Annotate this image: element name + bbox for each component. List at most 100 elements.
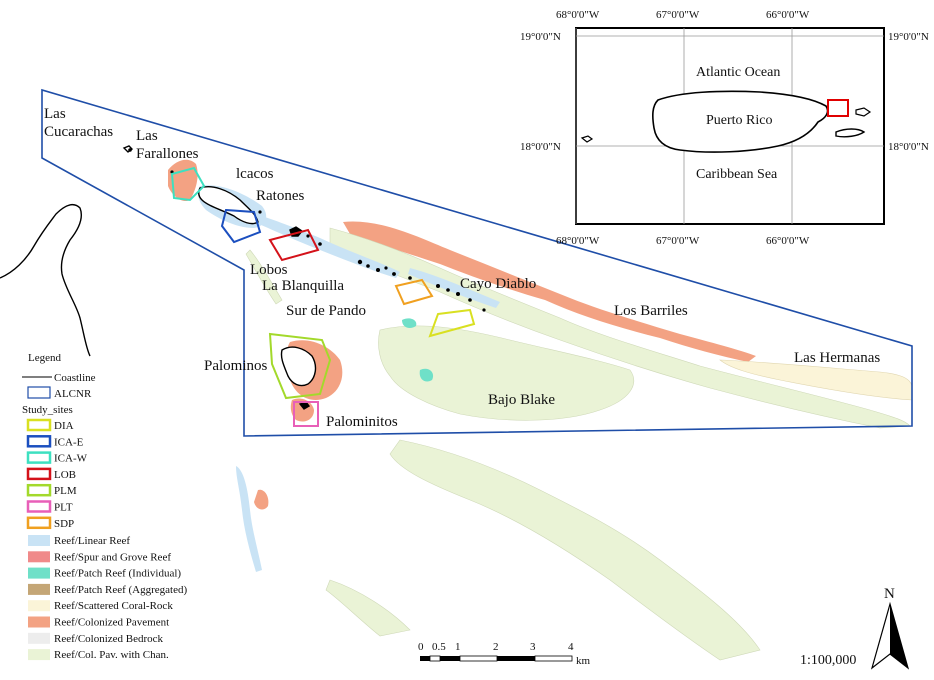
shelf-lower-2: [325, 579, 411, 637]
site-lob: [268, 228, 320, 262]
legend-site-label: ICA-W: [54, 453, 88, 465]
study-area-highlight: [827, 99, 849, 117]
legend-site-label: DIA: [54, 420, 74, 432]
mainland-coast: [0, 203, 91, 357]
habitat-swatch: [28, 649, 50, 661]
mona: [580, 135, 594, 143]
alcnr-boundary: [41, 88, 913, 437]
label-palominitos: Palominitos: [326, 414, 398, 430]
label-sur-de-pando: Sur de Pando: [286, 303, 366, 319]
legend-habitat-label: Reef/Spur and Grove Reef: [54, 551, 171, 563]
site-swatch-lob: [26, 467, 52, 481]
label-las-farallones-2: Farallones: [136, 146, 199, 162]
inset-puerto-rico: Puerto Rico: [706, 113, 773, 128]
legend-habitat-label: Reef/Colonized Pavement: [54, 617, 169, 629]
reef-dot: [128, 148, 132, 152]
site-dia: [428, 308, 476, 338]
inset-caribbean: Caribbean Sea: [696, 167, 778, 182]
inset-map: 68°0'0"W 67°0'0"W 66°0'0"W 68°0'0"W 67°0…: [520, 9, 929, 247]
reef-dot: [357, 259, 363, 265]
reef-dot: [306, 234, 310, 238]
study-sites: [170, 166, 476, 427]
site-swatch-ica-w: [26, 451, 52, 464]
scale-seg: [429, 655, 441, 662]
inset-right-lat-2: 18°0'0"N: [888, 141, 929, 153]
reef-dot: [456, 292, 460, 296]
reef-dot: [482, 308, 486, 312]
farallones-pavement: [168, 159, 198, 202]
legend-habitat-label: Reef/Colonized Bedrock: [54, 633, 164, 645]
alcnr-swatch: [27, 386, 51, 399]
habitat-swatch: [28, 551, 50, 563]
inset-left-lat-2: 18°0'0"N: [520, 141, 561, 153]
reef-dot: [258, 210, 262, 214]
reef-dot: [408, 276, 412, 280]
label-cayo-diablo: Cayo Diablo: [460, 276, 536, 292]
label-bajo-blake: Bajo Blake: [488, 392, 555, 408]
north-arrow: N: [870, 586, 910, 670]
label-las-cucarachas-2: Cucarachas: [44, 124, 113, 140]
legend-habitat-label: Reef/Col. Pav. with Chan.: [54, 649, 169, 661]
legend-site-label: PLT: [54, 502, 73, 514]
legend-site-label: SDP: [54, 518, 74, 530]
scale-seg: [420, 656, 430, 661]
label-lobos: Lobos: [250, 262, 288, 278]
shelf-lower: [389, 439, 761, 661]
habitat-swatch: [28, 567, 50, 579]
habitat-swatch: [28, 600, 50, 612]
north-arrow-fill: [890, 604, 908, 668]
label-ratones: Ratones: [256, 188, 304, 204]
puerto-rico-outline: [652, 90, 829, 153]
inset-bot-lon-3: 66°0'0"W: [766, 235, 810, 247]
inset-top-lon-2: 67°0'0"W: [656, 9, 700, 21]
reef-dot: [366, 264, 370, 268]
scale-seg: [459, 655, 498, 662]
legend-habitat-label: Reef/Scattered Coral-Rock: [54, 600, 173, 612]
reef-dot: [392, 272, 396, 276]
legend-habitat-label: Reef/Patch Reef (Individual): [54, 568, 181, 580]
legend-title: Legend: [28, 352, 61, 364]
reef-dot: [446, 288, 450, 292]
site-swatch-sdp: [26, 516, 52, 530]
habitat-swatch: [28, 583, 50, 595]
palominos-island: [280, 346, 317, 387]
habitat-swatch: [28, 632, 50, 644]
legend-coastline: Coastline: [54, 372, 96, 384]
scale-tick-0: 0: [418, 641, 424, 653]
legend-site-label: LOB: [54, 469, 76, 481]
site-swatch-ica-e: [26, 435, 52, 448]
label-palominos: Palominos: [204, 358, 268, 374]
scale-tick-2: 1: [455, 641, 461, 653]
reef-dot: [384, 266, 388, 270]
south-cays-strip: [236, 466, 262, 572]
colonized-pavement-north: [343, 221, 756, 362]
place-labels: Las Cucarachas Las Farallones lcacos Rat…: [44, 106, 880, 430]
site-plt: [293, 401, 319, 427]
scale-tick-3: 2: [493, 641, 499, 653]
scale-seg: [534, 655, 573, 662]
legend: Legend Coastline ALCNR Study_sites DIAIC…: [22, 352, 187, 661]
legend-habitat-label: Reef/Patch Reef (Aggregated): [54, 584, 187, 596]
label-las-farallones-1: Las: [136, 128, 158, 144]
reef-dots: [128, 148, 486, 312]
habitat-swatch: [28, 616, 50, 628]
label-icacos: lcacos: [236, 166, 274, 182]
scale-unit: km: [576, 655, 591, 667]
scale-bar: 0 0.5 1 2 3 4 km 1:100,000: [418, 641, 856, 668]
scale-tick-4: 3: [530, 641, 536, 653]
scale-seg: [497, 656, 535, 661]
col-pav-chan-east: [329, 227, 911, 429]
habitat-swatch: [28, 535, 50, 546]
vieques: [835, 128, 866, 138]
coastline-layer: [0, 145, 317, 410]
inset-left-lat-1: 19°0'0"N: [520, 31, 561, 43]
scale-tick-5: 4: [568, 641, 574, 653]
south-rock-pavement: [254, 489, 269, 510]
bajo-blake-shoal: [378, 325, 635, 421]
site-plm: [268, 332, 332, 400]
legend-alcnr: ALCNR: [54, 388, 92, 400]
north-label: N: [884, 586, 895, 602]
scale-tick-1: 0.5: [432, 641, 446, 653]
patch-reef-2: [419, 368, 434, 382]
